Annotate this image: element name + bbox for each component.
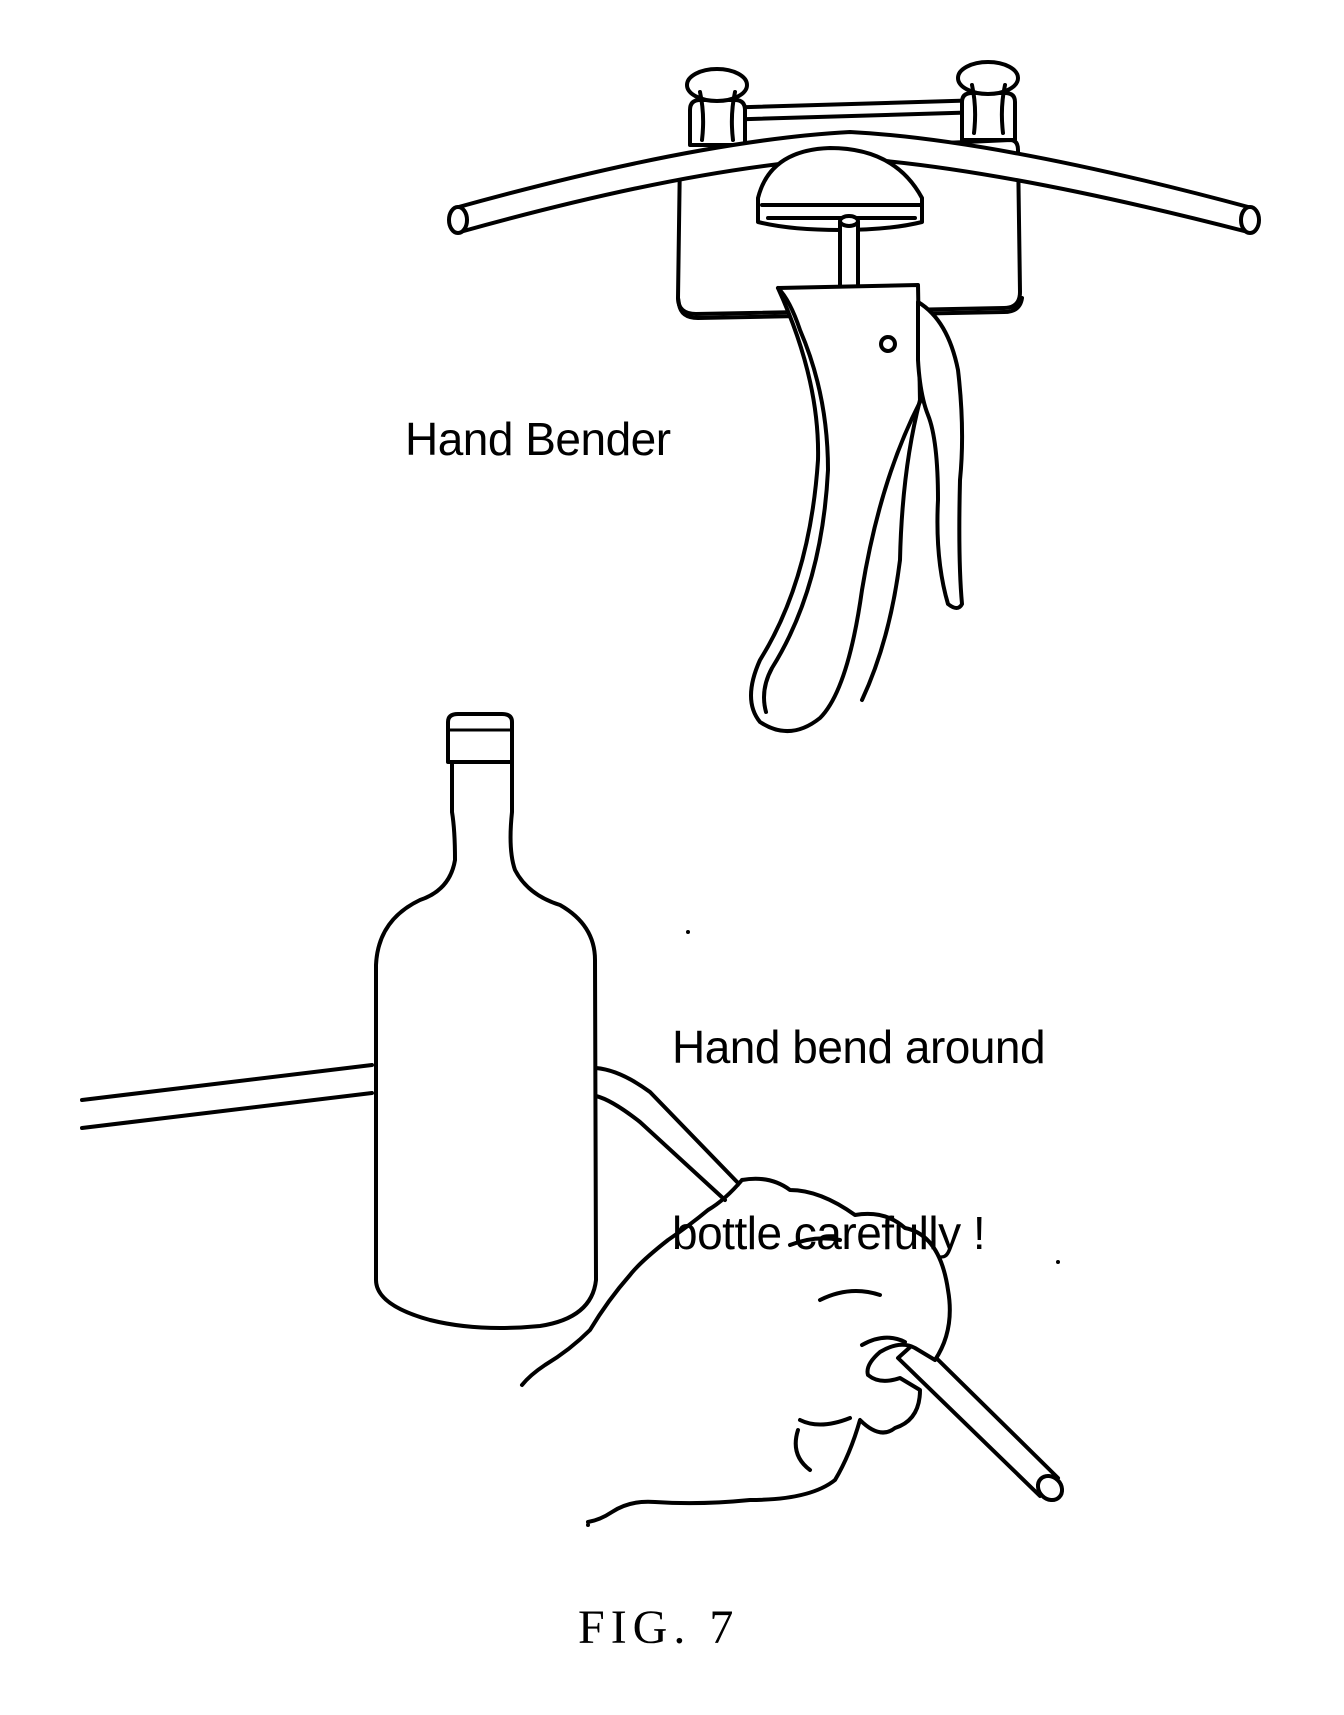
left-knob	[685, 67, 749, 147]
bottle-bend-illustration	[80, 712, 1065, 1527]
hand	[520, 1176, 952, 1524]
instruction-line-2: bottle carefully !	[672, 1207, 986, 1259]
figure-caption: FIG. 7	[578, 1601, 740, 1654]
bender-tube-right-end	[1239, 205, 1261, 235]
bottle-cap	[446, 712, 514, 764]
tube-exit-section	[896, 1338, 1060, 1498]
bender-tube-left-end	[447, 205, 469, 235]
right-knob	[956, 60, 1020, 142]
bender-top-ridge	[716, 98, 987, 122]
bender-lever	[916, 300, 965, 610]
bender-pivot-hole	[879, 335, 897, 353]
tube-straight-section	[80, 1063, 374, 1130]
hand-bender-illustration	[447, 60, 1261, 734]
bottle	[374, 758, 598, 1330]
instruction-line-1: Hand bend around	[672, 1021, 1046, 1073]
bender-forming-die	[756, 146, 924, 232]
hand-finger-lines	[788, 1236, 907, 1472]
hand-bender-label: Hand Bender	[405, 413, 671, 465]
bender-shaft	[838, 220, 860, 292]
bender-handle	[749, 283, 922, 734]
bender-base-plate-edge	[676, 296, 1024, 320]
tube-bent-section	[594, 1066, 742, 1202]
instruction-label: Hand bend around bottle carefully !	[672, 892, 1046, 1326]
tube-exit-end	[1035, 1473, 1065, 1503]
